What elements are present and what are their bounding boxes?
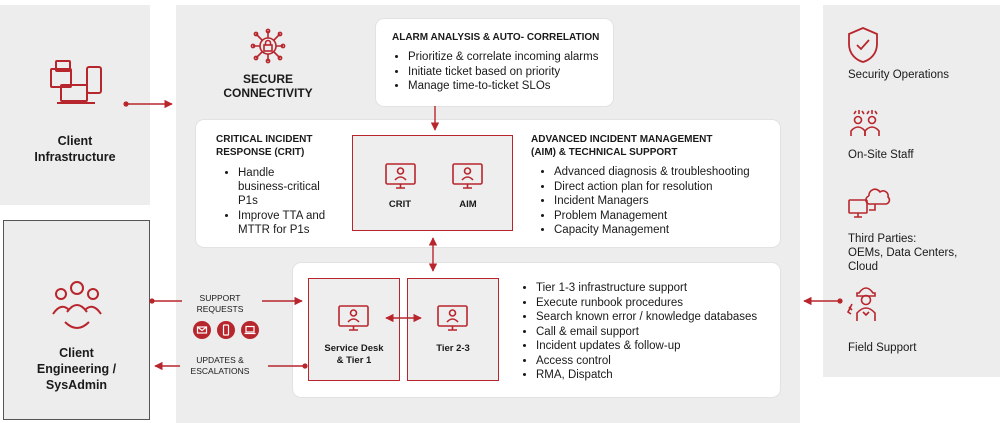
aim-label: AIM (459, 199, 477, 210)
list-item: Call & email support (536, 325, 757, 340)
right-panel (823, 5, 1000, 377)
client-infrastructure-label: Client Infrastructure (34, 134, 116, 164)
onsite-staff-label: On-Site Staff (848, 149, 914, 161)
updates-label: UPDATES & ESCALATIONS (190, 355, 250, 376)
list-item: Problem Management (554, 209, 750, 224)
list-item: Improve TTA and MTTR for P1s (238, 209, 325, 237)
third-parties-label: Third Parties: OEMs, Data Centers, Cloud (848, 233, 958, 273)
crit-list: Handle business-critical P1s Improve TTA… (222, 166, 325, 237)
list-item: Capacity Management (554, 223, 750, 238)
network-lock-icon (250, 28, 286, 64)
list-item: Incident updates & follow-up (536, 339, 757, 354)
aim-title: ADVANCED INCIDENT MANAGEMENT (AIM) & TEC… (531, 134, 713, 158)
cloud-computer-icon (845, 182, 891, 220)
alarm-list: Prioritize & correlate incoming alarms I… (392, 50, 598, 94)
list-item: Access control (536, 354, 757, 369)
crit-label: CRIT (388, 199, 412, 210)
list-item: Incident Managers (554, 194, 750, 209)
shield-icon (845, 26, 881, 64)
list-item: RMA, Dispatch (536, 368, 757, 383)
alarm-analysis-card (376, 19, 613, 106)
team-icon (47, 278, 107, 334)
tier23-monitor-icon (437, 305, 468, 332)
aim-list: Advanced diagnosis & troubleshooting Dir… (538, 165, 750, 238)
crit-monitor-icon (385, 163, 416, 190)
support-requests-label: SUPPORT REQUESTS (196, 293, 244, 314)
secure-connectivity-label: SECURE CONNECTIVITY (223, 72, 313, 100)
staff-icon (847, 108, 881, 140)
list-item: Direct action plan for resolution (554, 180, 750, 195)
list-item: Execute runbook procedures (536, 296, 757, 311)
tier-list: Tier 1-3 infrastructure support Execute … (520, 281, 757, 383)
list-item: Prioritize & correlate incoming alarms (408, 50, 598, 65)
field-support-label: Field Support (848, 342, 917, 354)
security-operations-label: Security Operations (848, 69, 949, 81)
list-item: Handle business-critical P1s (238, 166, 325, 208)
list-item: Search known error / knowledge databases (536, 310, 757, 325)
crit-aim-box (352, 135, 513, 231)
field-worker-icon (846, 283, 884, 325)
list-item: Manage time-to-ticket SLOs (408, 79, 598, 94)
list-item: Advanced diagnosis & troubleshooting (554, 165, 750, 180)
crit-title: CRITICAL INCIDENT RESPONSE (CRIT) (216, 134, 313, 158)
client-engineering-panel (3, 220, 150, 420)
service-desk-monitor-icon (338, 305, 369, 332)
phone-icon (217, 321, 235, 339)
service-desk-label: Service Desk & Tier 1 (324, 343, 384, 366)
list-item: Initiate ticket based on priority (408, 65, 598, 80)
email-icon (193, 321, 211, 339)
laptop-icon (241, 321, 259, 339)
alarm-title: ALARM ANALYSIS & AUTO- CORRELATION (392, 32, 600, 43)
tier23-label: Tier 2-3 (436, 343, 470, 354)
aim-monitor-icon (452, 163, 483, 190)
list-item: Tier 1-3 infrastructure support (536, 281, 757, 296)
client-engineering-label: Client Engineering / SysAdmin (36, 346, 117, 392)
devices-icon (47, 55, 107, 110)
